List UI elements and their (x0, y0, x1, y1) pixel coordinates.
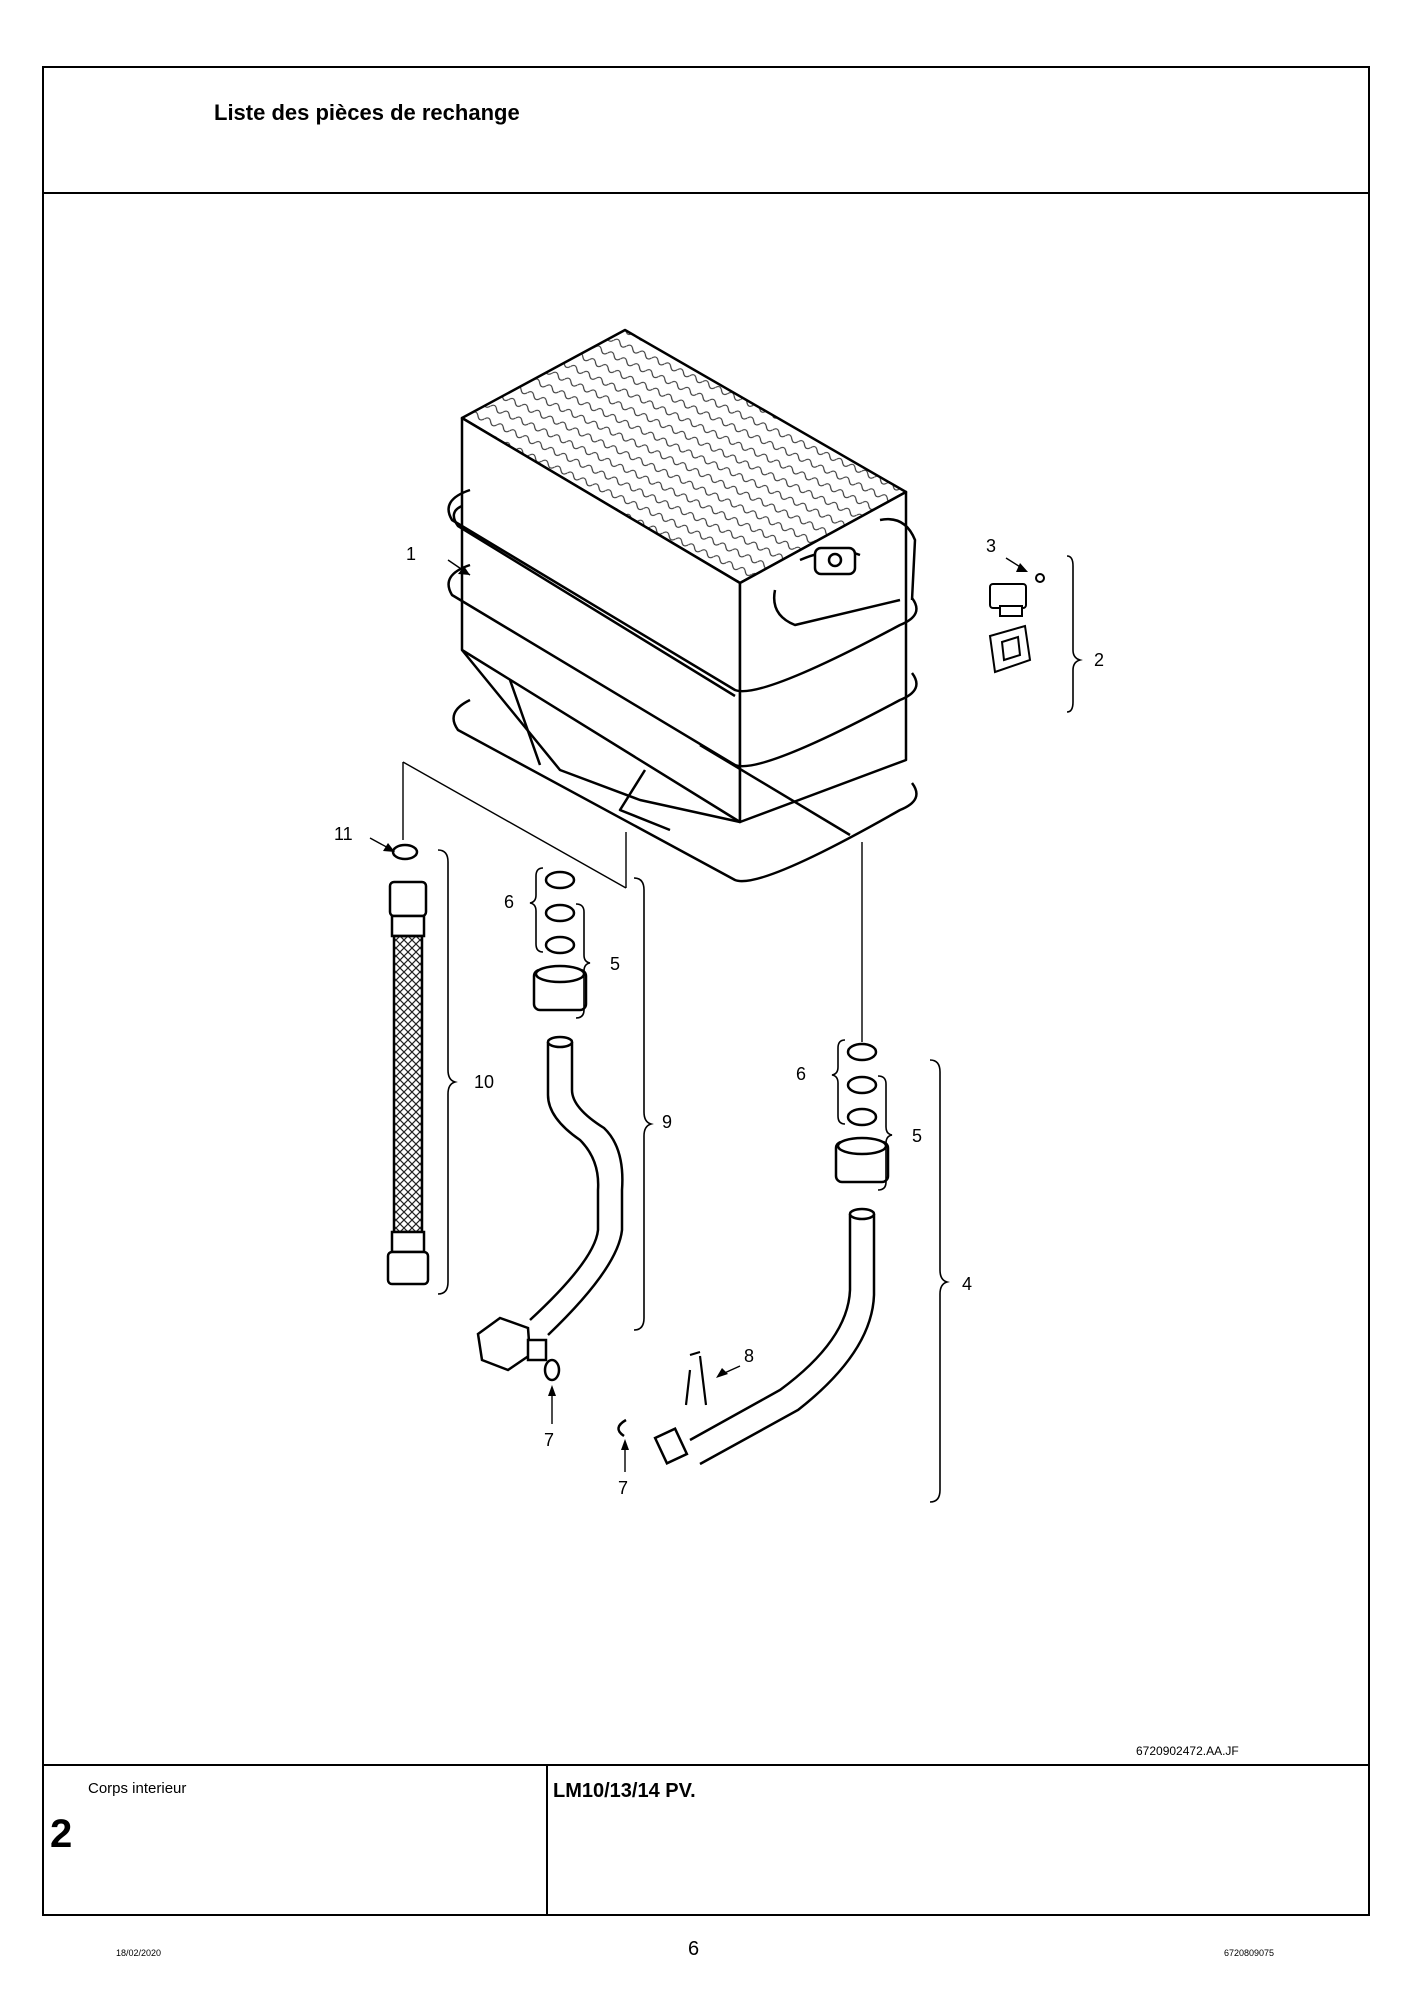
section-name: Corps interieur (88, 1780, 187, 1797)
right-fitting-set (834, 1042, 890, 1184)
page-number: 6 (688, 1938, 700, 1960)
heat-exchanger (447, 328, 918, 883)
clip-8 (684, 1350, 708, 1406)
print-date: 18/02/2020 (116, 1948, 162, 1958)
callout-4: 4 (962, 1274, 972, 1294)
pipe-9 (476, 1035, 624, 1382)
section-number: 2 (50, 1812, 73, 1856)
header-divider (42, 192, 1370, 194)
callout-1: 1 (406, 544, 416, 564)
callout-6-right: 6 (796, 1064, 806, 1084)
callout-7-left: 7 (544, 1430, 554, 1450)
callout-2: 2 (1094, 650, 1104, 670)
callout-5-left: 5 (610, 954, 620, 974)
callout-7-right: 7 (618, 1478, 628, 1498)
callout-10: 10 (474, 1072, 494, 1092)
page-frame (42, 66, 1370, 1916)
callout-9: 9 (662, 1112, 672, 1132)
callout-8: 8 (744, 1346, 754, 1366)
drawing-reference: 6720902472.AA.JF (1136, 1744, 1239, 1758)
washer-11 (391, 843, 419, 861)
page-title: Liste des pièces de rechange (214, 100, 520, 125)
flexible-hose (386, 880, 430, 1286)
callout-5-right: 5 (912, 1126, 922, 1146)
footer-divider (42, 1764, 1370, 1766)
sensor-part (988, 573, 1045, 674)
leader-arrowheads (383, 563, 1028, 1450)
callout-labels: 1 2 3 4 5 5 6 6 7 7 8 9 10 11 (334, 536, 1104, 1498)
callout-3: 3 (986, 536, 996, 556)
model-designation: LM10/13/14 PV. (553, 1780, 696, 1802)
callout-11: 11 (334, 824, 353, 844)
pipe-4 (617, 1207, 876, 1466)
grouping-braces (437, 555, 1083, 1503)
footer-column-divider (546, 1764, 548, 1916)
left-fitting-set (532, 870, 588, 1012)
callout-6-left: 6 (504, 892, 514, 912)
document-number: 6720809075 (1224, 1948, 1275, 1958)
